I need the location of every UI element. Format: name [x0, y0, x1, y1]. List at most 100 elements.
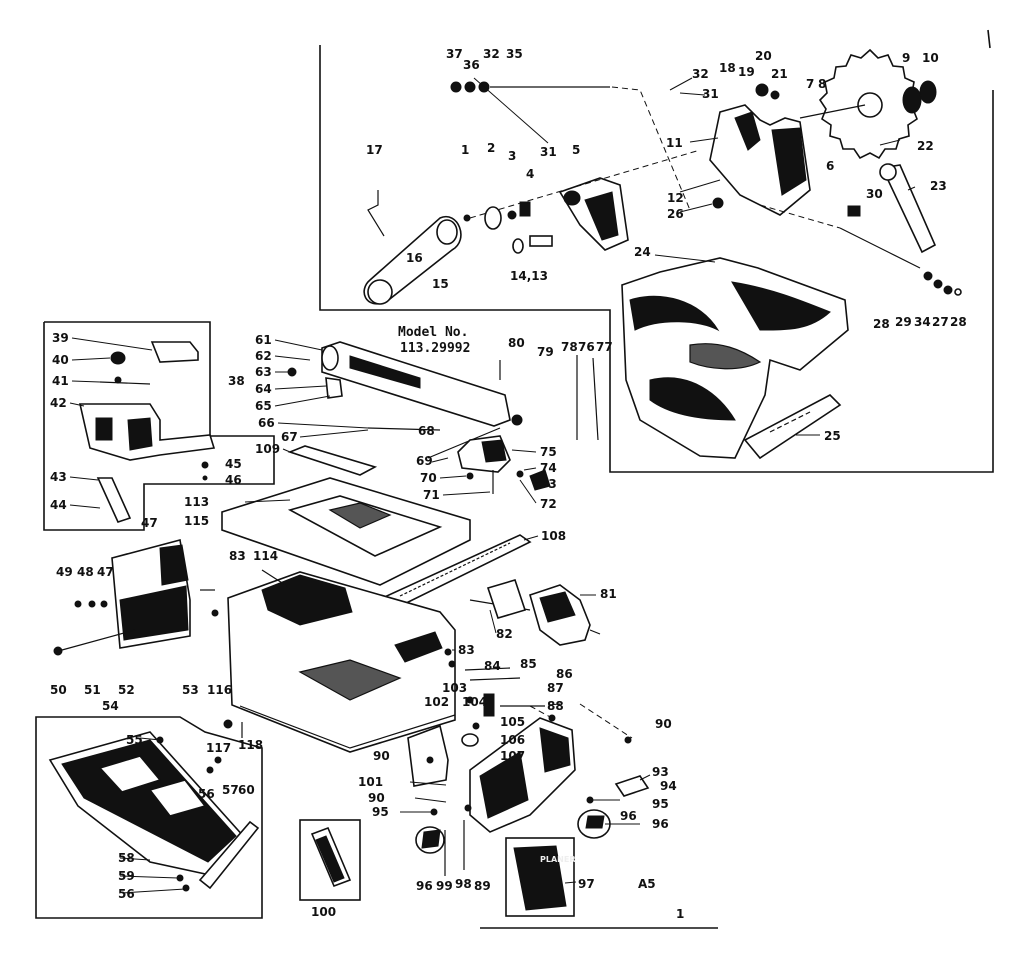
callout-94: 94	[660, 779, 677, 793]
callout-87: 87	[547, 681, 564, 695]
callout-98: 98	[455, 877, 472, 891]
planer-manual-97: PLANER	[513, 845, 575, 911]
callout-60: 60	[238, 783, 255, 797]
callout-6: 6	[826, 159, 834, 173]
callout-26: 26	[667, 207, 684, 221]
callout-114: 114	[253, 549, 278, 563]
callout-66: 66	[258, 416, 275, 430]
page-mark: 1	[676, 907, 684, 921]
callout-78: 78	[561, 340, 578, 354]
callout-21: 21	[771, 67, 788, 81]
callout-39: 39	[52, 331, 69, 345]
callout-101: 101	[358, 775, 383, 789]
callout-19: 19	[738, 65, 755, 79]
callout-93: 93	[652, 765, 669, 779]
callout-45: 45	[225, 457, 242, 471]
callout-4: 4	[526, 167, 534, 181]
front-hardware	[407, 648, 545, 787]
rail-25	[743, 394, 842, 460]
callout-118: 118	[238, 738, 263, 752]
callout-46: 46	[225, 473, 242, 487]
callout-24: 24	[634, 245, 651, 259]
callout-63: 63	[255, 365, 272, 379]
callout-83: 83	[458, 643, 475, 657]
callout-99: 99	[436, 879, 453, 893]
callout-8: 8	[818, 77, 826, 91]
callout-2: 2	[487, 141, 495, 155]
miter-gauge-67-75	[367, 355, 599, 494]
motor-mount-81	[469, 579, 601, 646]
callout-70: 70	[420, 471, 437, 485]
callout-88: 88	[547, 699, 564, 713]
callout-90: 90	[368, 791, 385, 805]
drive-belt-15-16	[363, 215, 462, 305]
callout-49: 49	[56, 565, 73, 579]
callout-47: 47	[141, 516, 158, 530]
callout-43: 43	[50, 470, 67, 484]
callout-113: 113	[184, 495, 209, 509]
table-top-113	[221, 445, 471, 586]
callout-97: 97	[578, 877, 595, 891]
callout-96: 96	[620, 809, 637, 823]
callout-15: 15	[432, 277, 449, 291]
callout-71: 71	[423, 488, 440, 502]
callout-42: 42	[50, 396, 67, 410]
callout-69: 69	[416, 454, 433, 468]
callout-20: 20	[755, 49, 772, 63]
callout-38: 38	[228, 374, 245, 388]
cabinet-base	[227, 569, 456, 753]
callout-28: 28	[950, 315, 967, 329]
callout-104: 104	[462, 695, 487, 709]
callout-96: 96	[416, 879, 433, 893]
callout-90: 90	[373, 749, 390, 763]
callout-79: 79	[537, 345, 554, 359]
switch-93-95	[430, 736, 650, 816]
callout-50: 50	[50, 683, 67, 697]
callout-7: 7	[806, 77, 814, 91]
callout-95: 95	[372, 805, 389, 819]
knob-96	[415, 809, 611, 876]
callout-109: 109	[255, 442, 280, 456]
callout-23: 23	[930, 179, 947, 193]
callout-82: 82	[496, 627, 513, 641]
callout-65: 65	[255, 399, 272, 413]
callout-32: 32	[692, 67, 709, 81]
motor-housing-89	[463, 714, 576, 870]
arbor-shaft-35	[450, 81, 691, 211]
callout-31: 31	[540, 145, 557, 159]
callout-83: 83	[229, 549, 246, 563]
model-number-value: 113.29992	[400, 341, 470, 356]
callout-5: 5	[572, 143, 580, 157]
callout-64: 64	[255, 382, 272, 396]
front-rail-61	[287, 341, 511, 427]
callout-108: 108	[541, 529, 566, 543]
callout-89: 89	[474, 879, 491, 893]
tilt-rod-28	[712, 197, 962, 296]
callout-73: 73	[540, 477, 557, 491]
callout-9: 9	[902, 51, 910, 65]
callout-34: 34	[914, 315, 931, 329]
callout-29: 29	[895, 315, 912, 329]
callout-61: 61	[255, 333, 272, 347]
base-tray-58	[48, 719, 260, 892]
callout-36: 36	[463, 58, 480, 72]
callout-31: 31	[702, 87, 719, 101]
owners-manual-100	[310, 826, 352, 888]
callout-28: 28	[873, 317, 890, 331]
callout-107: 107	[500, 749, 525, 763]
callout-57: 57	[222, 783, 239, 797]
page-code: A5	[638, 877, 656, 891]
callout-10: 10	[922, 51, 939, 65]
callout-100: 100	[311, 905, 336, 919]
trunnion-5	[558, 177, 629, 251]
callout-56: 56	[118, 887, 135, 901]
callout-86: 86	[556, 667, 573, 681]
callout-81: 81	[600, 587, 617, 601]
callout-51: 51	[84, 683, 101, 697]
callout-96: 96	[652, 817, 669, 831]
callout-90: 90	[655, 717, 672, 731]
callout-27: 27	[932, 315, 949, 329]
callout-48: 48	[77, 565, 94, 579]
leader-lines	[69, 77, 916, 894]
